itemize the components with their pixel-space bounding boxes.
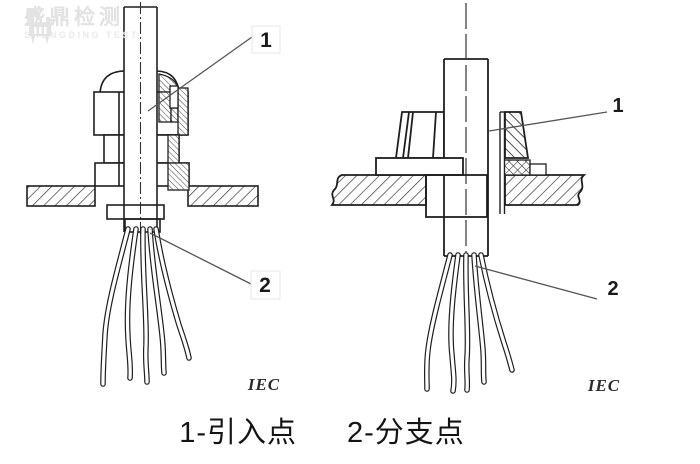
- seal-gasket: [501, 159, 531, 176]
- callout-2-label: 2: [607, 278, 618, 300]
- cable: [123, 2, 158, 234]
- wire: [423, 252, 453, 392]
- flange: [375, 157, 464, 176]
- legend-branch-point: 2-分支点: [347, 417, 465, 449]
- seal-slot: [169, 85, 179, 109]
- legend-entry-point: 1-引入点: [179, 417, 297, 449]
- leader-line-1: [488, 111, 608, 132]
- leader-line-2: [149, 232, 252, 285]
- bushing-cone-left: [394, 111, 445, 159]
- callout-1-box: [251, 25, 281, 54]
- wire: [100, 226, 131, 387]
- callout-1-label: 1: [612, 95, 623, 117]
- left-wall-plate: [26, 185, 259, 207]
- callout-1: 1: [147, 25, 281, 112]
- callout-2-label: 2: [259, 274, 271, 297]
- wire: [147, 226, 167, 376]
- left-gland-figure: 1 2 IEC: [26, 2, 281, 394]
- cable: [443, 3, 489, 257]
- wire: [471, 252, 487, 385]
- wire: [448, 252, 461, 394]
- wires: [100, 226, 192, 387]
- right-gland-figure: 1 2 IEC: [330, 3, 624, 395]
- body-through-plate: [425, 174, 488, 218]
- wire: [463, 252, 471, 393]
- iec-credit: IEC: [587, 376, 620, 395]
- watermark-subtitle: SHENGDING TEST: [24, 30, 140, 40]
- right-wall-plate: [330, 174, 587, 206]
- iec-credit: IEC: [247, 375, 280, 394]
- callout-2-box: [250, 270, 281, 300]
- wires: [423, 252, 515, 394]
- leader-line-1: [147, 36, 253, 112]
- callout-1-label: 1: [260, 29, 272, 52]
- leader-line-2: [474, 265, 598, 300]
- gland-section-hatched: [158, 73, 190, 191]
- watermark-logo: 盛鼎检测 SHENGDING TEST: [24, 7, 140, 45]
- shengding-logo-icon: [26, 8, 54, 45]
- bushing-cone-section: [501, 111, 547, 176]
- callout-2: 2: [474, 265, 619, 300]
- figure-caption: 1-引入点 2-分支点: [0, 409, 644, 451]
- wire: [478, 252, 515, 373]
- wire: [124, 226, 139, 381]
- wire: [153, 226, 192, 361]
- callout-1: 1: [488, 95, 624, 132]
- callout-2: 2: [149, 232, 281, 300]
- wire: [140, 226, 150, 385]
- seal-sleeve: [499, 111, 506, 214]
